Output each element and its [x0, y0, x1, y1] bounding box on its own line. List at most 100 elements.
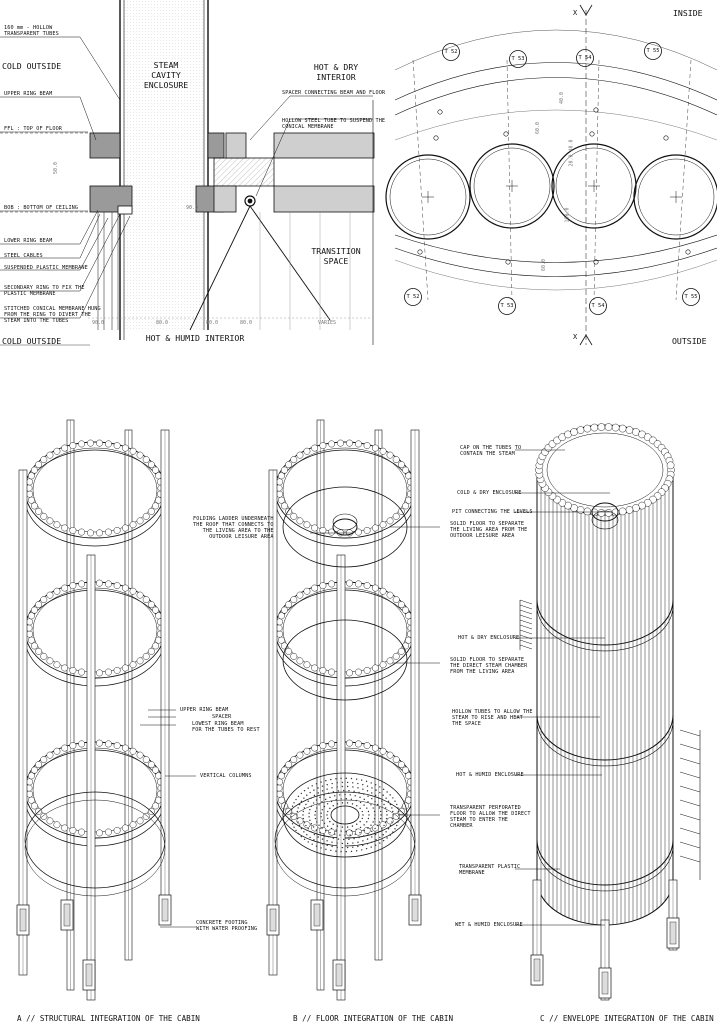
plan-outside: OUTSIDE: [672, 336, 707, 346]
tube-bead: [278, 472, 285, 480]
perforation: [344, 834, 346, 837]
tube-bead: [142, 812, 150, 820]
tube-bead: [386, 451, 394, 459]
perforation: [341, 802, 344, 804]
tube-bead: [53, 821, 61, 829]
perforation: [355, 778, 358, 780]
tube-bead: [147, 461, 155, 469]
plan-tube: [551, 143, 637, 229]
perforation: [323, 805, 326, 808]
perforation: [306, 794, 308, 796]
perforation: [331, 841, 333, 843]
dim-5: 80.0: [240, 320, 253, 326]
tube-bead: [28, 636, 35, 644]
perforation: [327, 817, 329, 820]
perforation: [379, 817, 382, 820]
footing-core: [161, 898, 169, 922]
tube-bead: [113, 826, 121, 834]
tube-bead: [129, 661, 137, 669]
perforation: [342, 838, 345, 841]
tube-bead: [371, 524, 379, 532]
perforation: [378, 807, 381, 809]
perforation: [320, 781, 322, 783]
perforation: [380, 814, 382, 816]
perforation: [318, 824, 320, 826]
tube-bead: [281, 766, 288, 774]
plan-tubes: [385, 42, 717, 315]
plan-tag-bottom: T 54: [591, 303, 605, 309]
tube-bead: [78, 528, 85, 536]
plan-bolt: [433, 135, 439, 141]
perforation: [371, 797, 373, 800]
tube-bead: [397, 647, 405, 655]
perforation: [291, 805, 294, 807]
c-note-hot-dry: HOT & DRY ENCLOSURE: [458, 635, 520, 641]
pit-bottom: [591, 510, 619, 530]
perforation: [397, 807, 399, 809]
dim-3: 80.0: [206, 320, 219, 326]
tube-bead: [379, 587, 387, 595]
perforation: [359, 796, 361, 799]
perforation: [341, 826, 344, 828]
perforation: [366, 807, 368, 809]
perforation: [303, 821, 306, 823]
perforation: [303, 838, 306, 841]
caption-c: C // ENVELOPE INTEGRATION OF THE CABIN: [540, 1014, 714, 1023]
perforation: [385, 817, 388, 820]
perforation: [385, 810, 388, 813]
perforation: [350, 830, 353, 832]
perforation: [361, 817, 363, 820]
tube-bead: [319, 666, 327, 674]
perforation: [336, 842, 338, 844]
tube-bead: [319, 582, 327, 590]
tube-bead: [386, 591, 394, 599]
tube-bead: [26, 790, 34, 798]
perforation: [337, 790, 340, 792]
tube-bead: [386, 517, 394, 525]
tube-bead: [129, 821, 137, 829]
plan-tag-top: T 52: [444, 49, 458, 55]
tube-bead: [355, 828, 362, 836]
plan-tag-top: T 55: [646, 48, 660, 54]
perforation: [344, 793, 346, 796]
perforation: [321, 838, 324, 840]
perforation: [309, 808, 311, 811]
tube-bead: [328, 740, 335, 748]
perforation: [321, 827, 323, 829]
plan-detail: [385, 4, 717, 346]
perforation: [317, 787, 319, 789]
tube-cap: [618, 507, 627, 516]
stair-step: [679, 757, 701, 765]
perforation: [319, 796, 321, 799]
tube-cap: [604, 423, 613, 431]
tube-bead: [379, 661, 387, 669]
plan-tag-top-ring: [509, 50, 527, 68]
perforation: [314, 810, 317, 813]
tube-bead: [285, 461, 293, 469]
perforation: [374, 827, 376, 830]
plan-tag-bottom-ring: [589, 297, 607, 315]
tube-bead: [363, 442, 371, 450]
caption-b: B // FLOOR INTEGRATION OF THE CABIN: [293, 1014, 454, 1023]
plan-tag-bottom: T 55: [684, 294, 698, 300]
perforation: [326, 840, 328, 842]
perforation: [331, 787, 333, 789]
plan-tube-inner: [555, 147, 633, 225]
perforation: [391, 821, 393, 823]
dim-2: 80.0: [156, 320, 169, 326]
perforation: [363, 829, 365, 832]
perforation: [360, 779, 363, 781]
tube-bead: [53, 661, 61, 669]
perforation: [363, 835, 365, 837]
perforation: [300, 792, 303, 795]
tube-bead: [136, 817, 144, 825]
perforation: [363, 804, 365, 806]
tube-bead: [46, 451, 54, 459]
perforation: [331, 782, 333, 785]
tube-bead: [328, 580, 335, 588]
perforation: [350, 777, 353, 780]
dim-1: 90.0: [92, 320, 105, 326]
perforation: [293, 826, 295, 828]
tube-bead: [285, 601, 293, 609]
perforation: [353, 790, 355, 793]
